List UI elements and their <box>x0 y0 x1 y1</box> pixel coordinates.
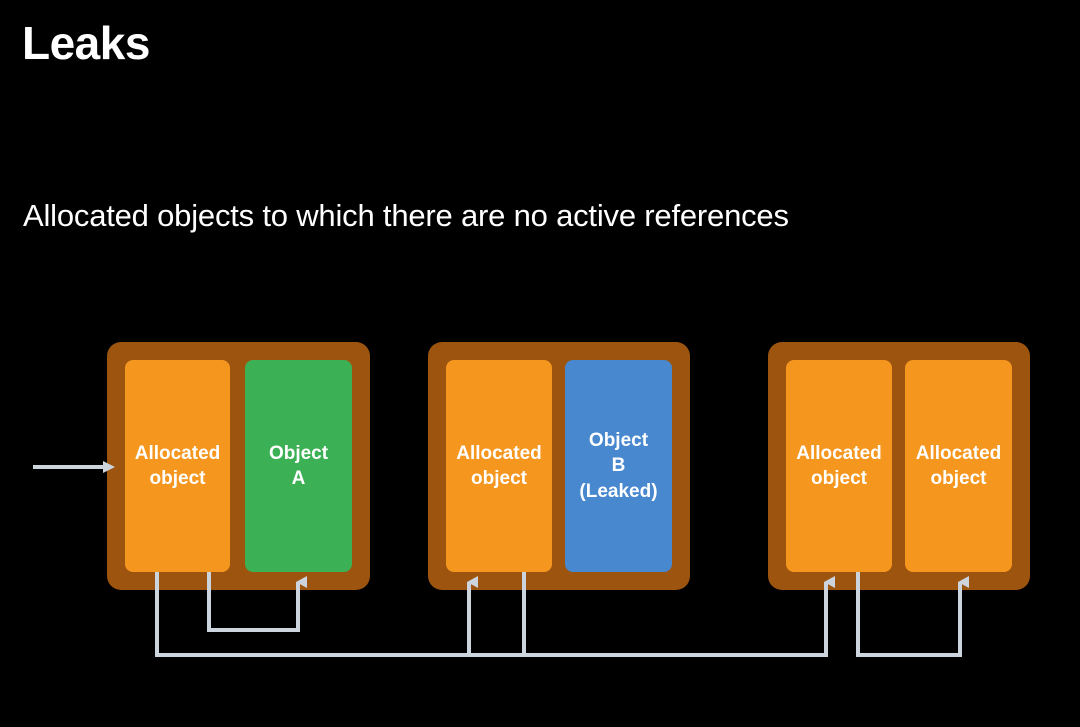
object-cell-g2-object-b[interactable]: Object B (Leaked) <box>565 360 672 572</box>
object-cell-g3-allocated-right[interactable]: Allocated object <box>905 360 1012 572</box>
object-group-2: Allocated object Object B (Leaked) <box>428 342 690 590</box>
object-cell-label: Object A <box>268 442 329 489</box>
object-group-1: Allocated object Object A <box>107 342 370 590</box>
object-cell-g1-allocated[interactable]: Allocated object <box>125 360 230 572</box>
object-group-3: Allocated object Allocated object <box>768 342 1030 590</box>
object-cell-g2-allocated[interactable]: Allocated object <box>446 360 552 572</box>
object-cell-label: Allocated object <box>796 442 882 489</box>
object-cell-label: Allocated object <box>456 442 542 489</box>
object-cell-g3-allocated-left[interactable]: Allocated object <box>786 360 892 572</box>
object-cell-label: Allocated object <box>134 442 221 489</box>
object-cell-g1-object-a[interactable]: Object A <box>245 360 352 572</box>
object-cell-label: Allocated object <box>915 442 1002 489</box>
object-cell-label: Object B (Leaked) <box>579 430 658 502</box>
page-title: Leaks <box>22 17 150 69</box>
slide-subtitle: Allocated objects to which there are no … <box>23 198 789 233</box>
